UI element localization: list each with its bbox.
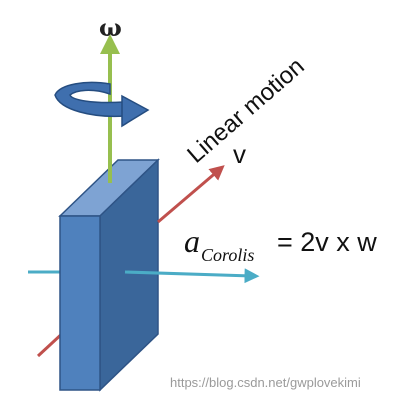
coriolis-formula-rhs: = 2v x w: [277, 227, 377, 257]
coriolis-arrow: [124, 268, 260, 284]
rotating-plate: [58, 158, 160, 392]
watermark: https://blog.csdn.net/gwplovekimi: [170, 375, 361, 390]
coriolis-accel-symbol: a: [184, 223, 200, 259]
plate-front-face: [59, 215, 101, 391]
coriolis-accel-subscript: Corolis: [201, 245, 254, 265]
curved-rotation-arrow-icon: [54, 81, 150, 128]
velocity-label: v: [233, 139, 246, 169]
velocity-arrow: [157, 165, 225, 224]
omega-label: ω: [99, 13, 122, 42]
